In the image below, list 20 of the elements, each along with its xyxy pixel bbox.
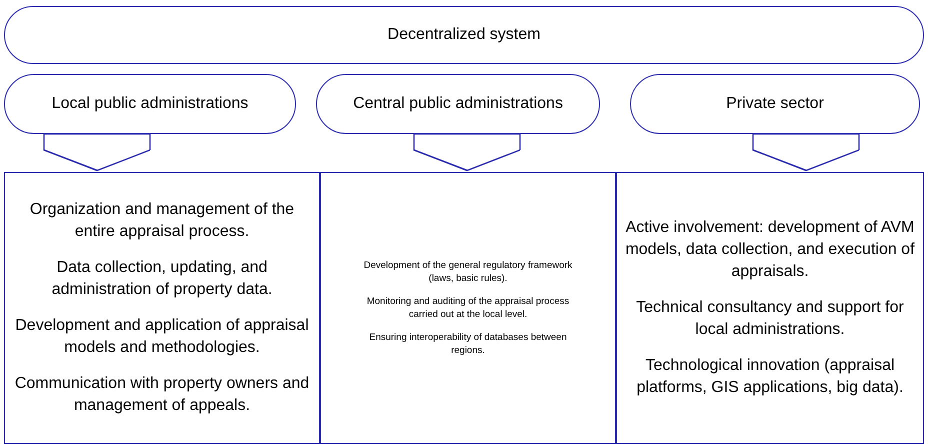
- chevron-arrow: [43, 133, 151, 172]
- box-label: Local public administrations: [52, 94, 248, 114]
- panel-paragraph: Monitoring and auditing of the appraisal process carried out at the local level.: [366, 295, 570, 321]
- box-label: Central public administrations: [353, 94, 563, 114]
- panel-paragraph: Active involvement: development of AVM models, data collection, and execution of appraisals.: [624, 218, 916, 282]
- text-panel: [4, 172, 320, 444]
- text-panel: [616, 172, 924, 444]
- chevron-arrow: [752, 133, 860, 172]
- panel-paragraph: Development and application of appraisal models and methodologies.: [14, 316, 310, 358]
- box-label: Private sector: [726, 94, 824, 114]
- box-label: Decentralized system: [388, 25, 540, 45]
- panel-paragraph: Technological innovation (appraisal platforms, GIS applications, big data).: [636, 356, 904, 398]
- panel-paragraph: Technical consultancy and support for local administrations.: [635, 298, 905, 340]
- panel-paragraph: Data collection, updating, and administration of property data.: [50, 258, 274, 300]
- chevron-arrow: [413, 133, 521, 172]
- panel-paragraph: Organization and management of the entire appraisal process.: [28, 200, 296, 242]
- panel-paragraph: Development of the general regulatory framework (laws, basic rules).: [362, 259, 574, 285]
- panel-paragraph: Ensuring interoperability of databases between regions.: [368, 331, 568, 357]
- panel-paragraph: Communication with property owners and management of appeals.: [14, 374, 310, 416]
- text-panel: [320, 172, 616, 444]
